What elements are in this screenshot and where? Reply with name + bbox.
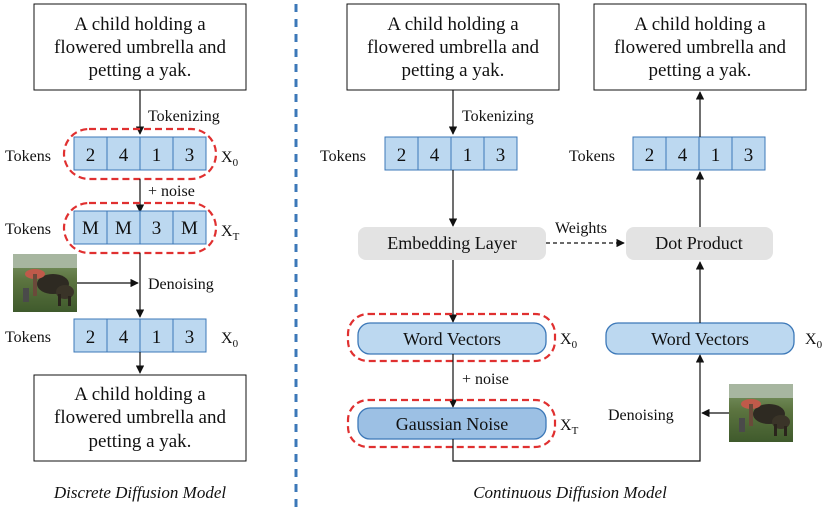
- left-tokens-label-1: Tokens: [5, 148, 51, 165]
- token-value: 3: [496, 145, 506, 166]
- left-output-line-2: flowered umbrella and: [54, 407, 226, 428]
- dot-product-box: [626, 227, 773, 260]
- token-value: 2: [86, 145, 96, 166]
- token-cell: [106, 136, 141, 171]
- token-value: M: [115, 218, 132, 239]
- token-value: 4: [430, 145, 440, 166]
- token-value: 3: [185, 327, 195, 348]
- token-value: 2: [86, 327, 96, 348]
- right-xt-dashed-highlight: [346, 398, 557, 449]
- right-xt-label: XT: [560, 417, 579, 437]
- left-token-row-x0: 2 4 1 3: [73, 136, 207, 171]
- token-cell: [417, 136, 452, 171]
- embedding-layer-label: Embedding Layer: [387, 233, 516, 253]
- token-cell: [698, 136, 733, 171]
- left-token-row-xt: M M 3 M: [73, 210, 207, 245]
- right-tokenizing-label: Tokenizing: [462, 108, 534, 125]
- left-input-text-box: [33, 3, 247, 91]
- right-token-row-out: 2 4 1 3: [632, 136, 766, 171]
- gaussian-noise-label: Gaussian Noise: [396, 414, 508, 434]
- token-cell: [632, 136, 667, 171]
- left-output-text-box: [33, 374, 247, 462]
- token-value: 3: [185, 145, 195, 166]
- left-tokens-label-2: Tokens: [5, 221, 51, 238]
- word-vectors-box: [357, 322, 547, 355]
- right-tokens-label-out: Tokens: [569, 148, 615, 165]
- right-output-line-3: petting a yak.: [649, 60, 752, 81]
- left-input-line-3: petting a yak.: [89, 60, 192, 81]
- right-x0-dashed-highlight: [346, 312, 557, 363]
- token-value: 4: [678, 145, 688, 166]
- token-cell: [106, 210, 141, 245]
- token-value: M: [82, 218, 99, 239]
- token-value: 1: [152, 327, 162, 348]
- token-cell: [731, 136, 766, 171]
- left-x0-label: X0: [221, 149, 239, 169]
- token-cell: [139, 136, 174, 171]
- left-panel: A child holding a flowered umbrella and …: [5, 3, 247, 502]
- token-cell: [139, 210, 174, 245]
- right-denoising-label: Denoising: [608, 407, 674, 424]
- left-tokens-label-3: Tokens: [5, 329, 51, 346]
- token-value: 3: [152, 218, 162, 239]
- token-cell: [172, 318, 207, 353]
- left-panel-title: Discrete Diffusion Model: [53, 483, 226, 502]
- token-value: M: [181, 218, 198, 239]
- token-value: 1: [463, 145, 473, 166]
- token-cell: [106, 318, 141, 353]
- left-output-line-3: petting a yak.: [89, 431, 192, 452]
- left-output-line-1: A child holding a: [74, 384, 206, 405]
- left-noise-label: + noise: [148, 183, 195, 200]
- left-token-row-out: 2 4 1 3: [73, 318, 207, 353]
- token-cell: [450, 136, 485, 171]
- token-value: 1: [711, 145, 721, 166]
- right-tokens-label-in: Tokens: [320, 148, 366, 165]
- output-word-vectors-label: Word Vectors: [651, 329, 749, 349]
- left-yak-photo: [13, 254, 77, 312]
- token-value: 3: [744, 145, 754, 166]
- left-tokenizing-label: Tokenizing: [148, 108, 220, 125]
- token-value: 4: [119, 327, 129, 348]
- token-value: 2: [645, 145, 655, 166]
- gaussian-noise-box: [357, 407, 547, 440]
- right-panel-title: Continuous Diffusion Model: [473, 483, 667, 502]
- right-denoise-path: [452, 354, 705, 462]
- right-out-x0-label: X0: [805, 331, 823, 351]
- right-token-row-in: 2 4 1 3: [384, 136, 518, 171]
- right-noise-label: + noise: [462, 371, 509, 388]
- token-cell: [73, 210, 108, 245]
- right-input-line-2: flowered umbrella and: [367, 37, 539, 58]
- left-out-x0-label: X0: [221, 330, 239, 350]
- right-output-text-box: [593, 3, 807, 91]
- weights-label: Weights: [555, 220, 607, 237]
- right-input-line-1: A child holding a: [387, 14, 519, 35]
- right-yak-photo: [729, 384, 793, 442]
- right-output-line-1: A child holding a: [634, 14, 766, 35]
- token-value: 1: [152, 145, 162, 166]
- left-denoising-label: Denoising: [148, 276, 214, 293]
- left-input-line-1: A child holding a: [74, 14, 206, 35]
- left-input-line-2: flowered umbrella and: [54, 37, 226, 58]
- token-value: 4: [119, 145, 129, 166]
- token-cell: [665, 136, 700, 171]
- right-x0-label: X0: [560, 331, 578, 351]
- embedding-layer-box: [358, 227, 546, 260]
- token-cell: [73, 318, 108, 353]
- right-output-line-2: flowered umbrella and: [614, 37, 786, 58]
- right-input-text-box: [346, 3, 560, 91]
- right-input-line-3: petting a yak.: [402, 60, 505, 81]
- token-value: 2: [397, 145, 407, 166]
- token-cell: [483, 136, 518, 171]
- dot-product-label: Dot Product: [655, 233, 743, 253]
- token-cell: [172, 210, 207, 245]
- token-cell: [172, 136, 207, 171]
- left-xt-label: XT: [221, 223, 240, 243]
- right-panel: A child holding a flowered umbrella and …: [320, 3, 823, 502]
- word-vectors-label: Word Vectors: [403, 329, 501, 349]
